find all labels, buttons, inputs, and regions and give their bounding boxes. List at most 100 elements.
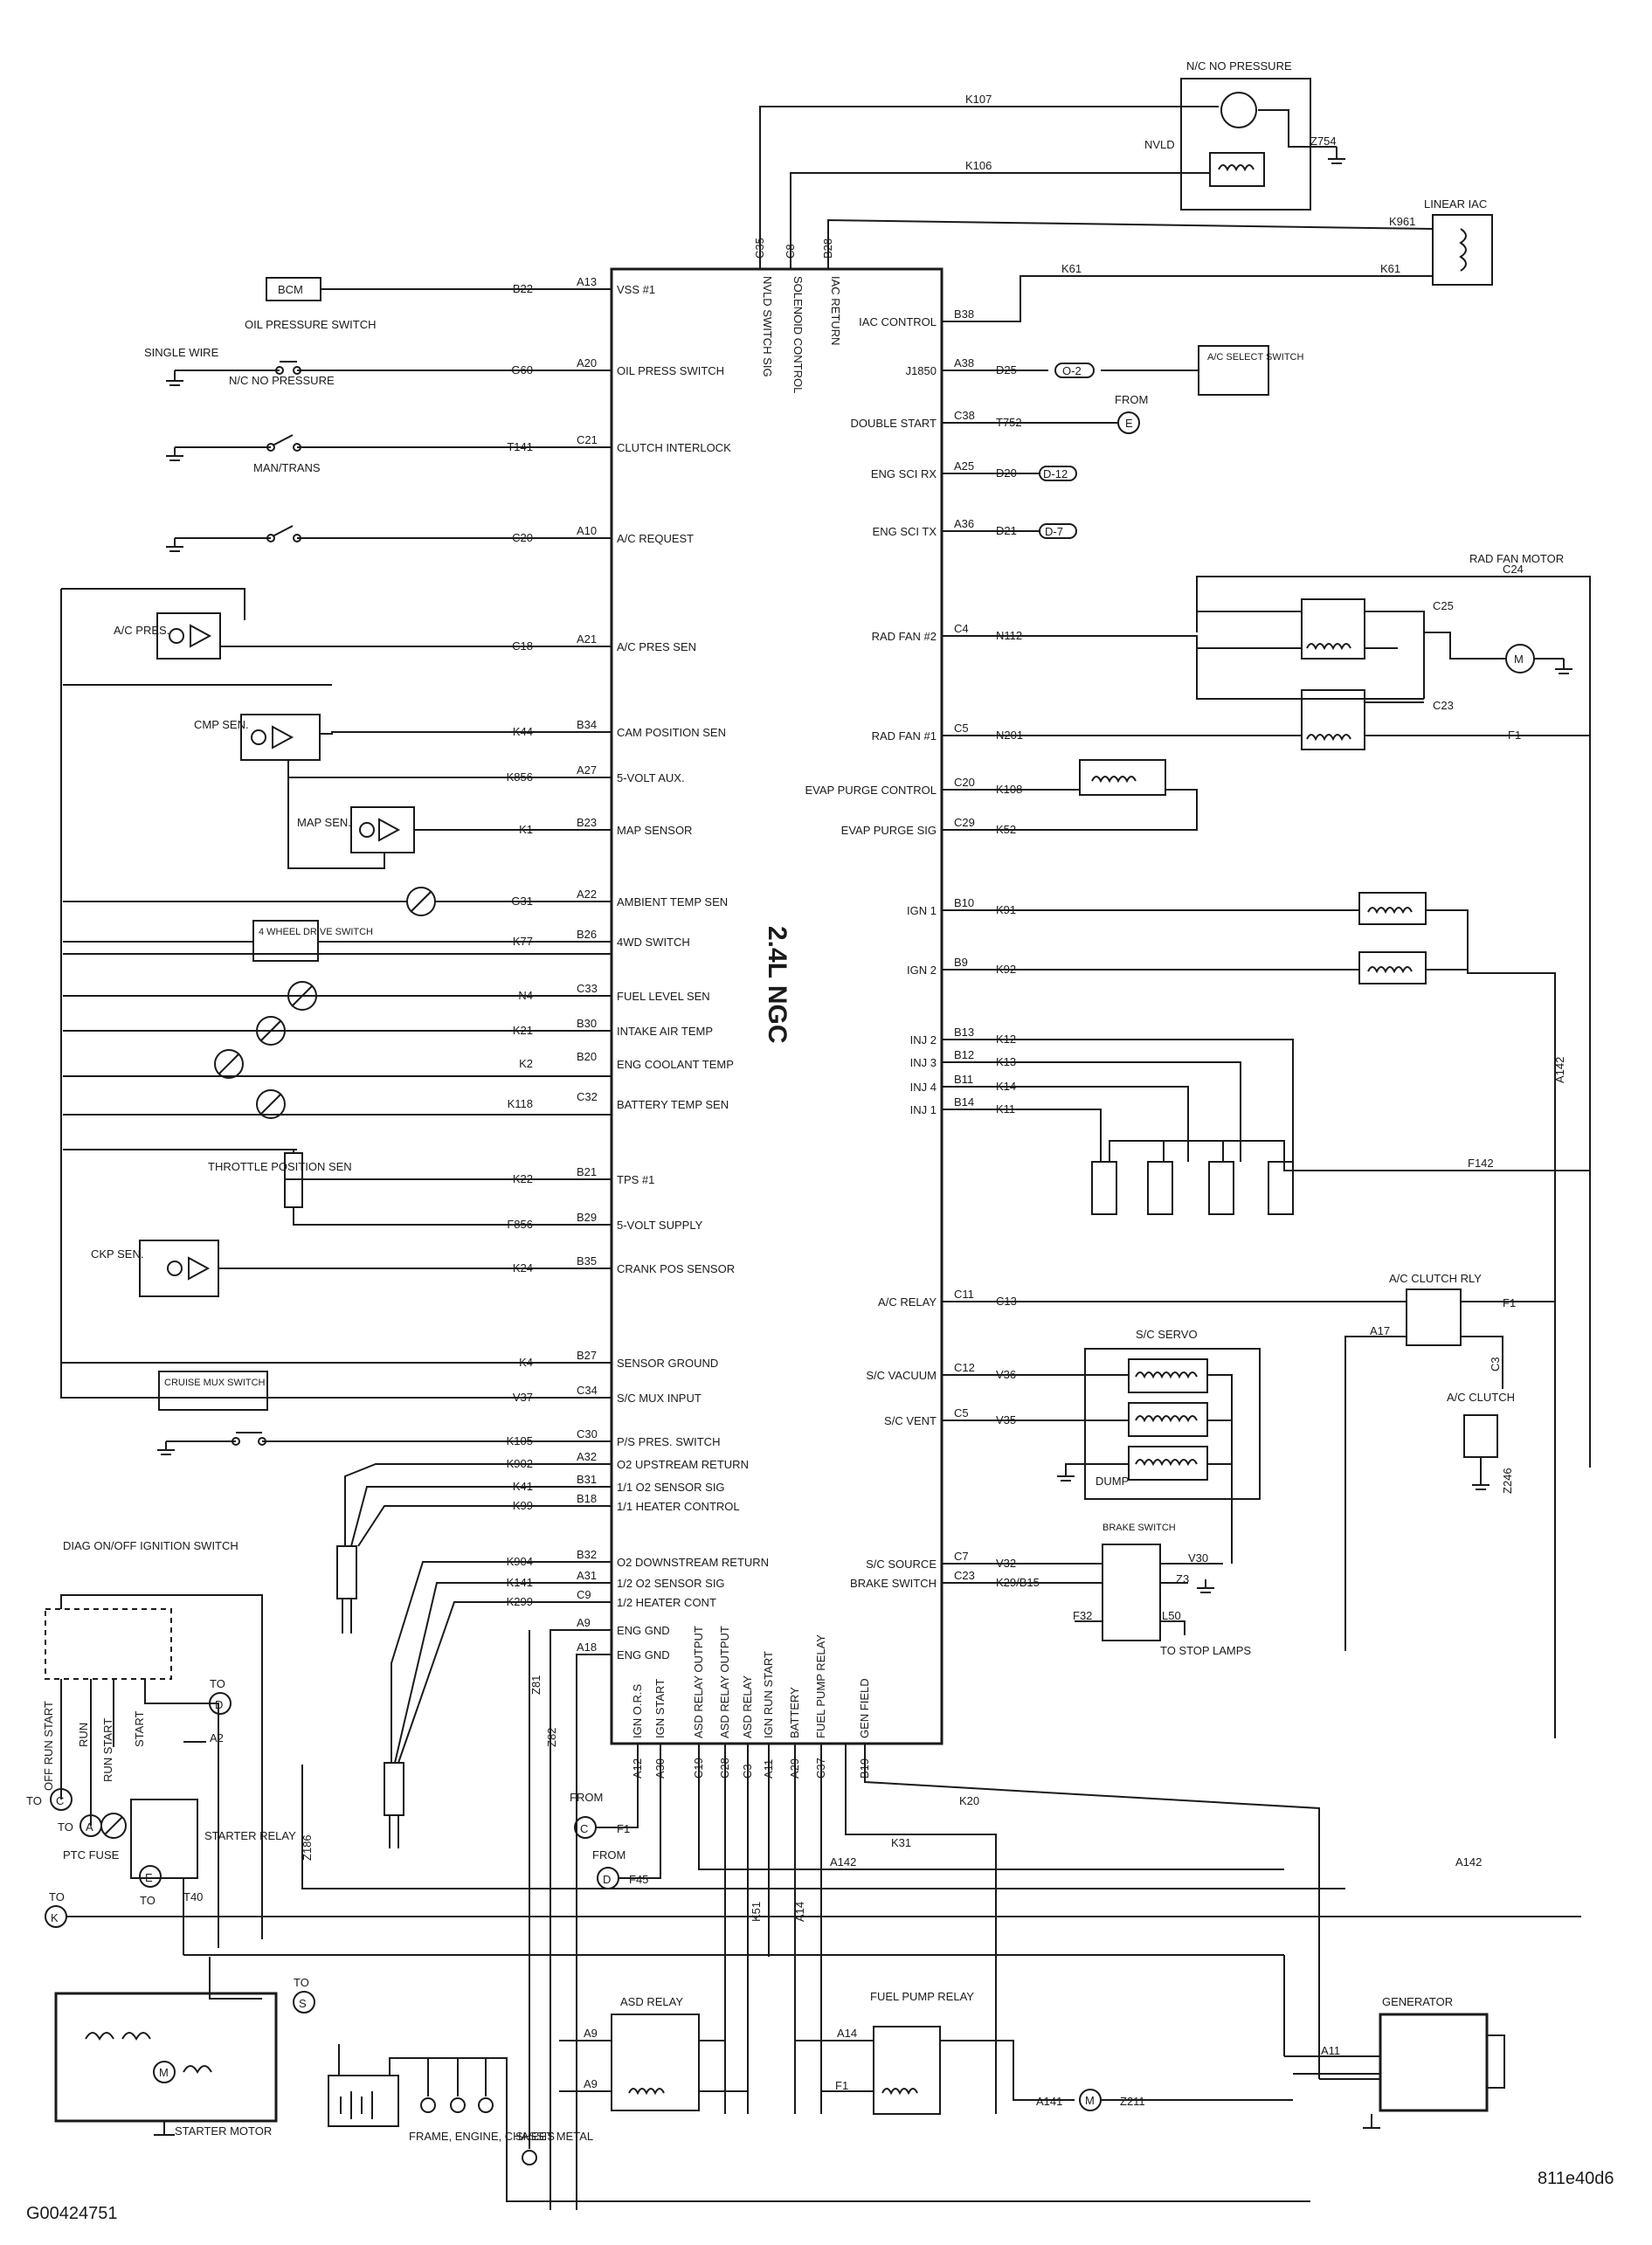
conn-k: K [51, 1911, 59, 1924]
pin-function: O2 UPSTREAM RETURN [617, 1458, 749, 1471]
pin-function: INTAKE AIR TEMP [617, 1025, 713, 1038]
pin-function: IAC CONTROL [859, 315, 937, 328]
a14-label-2: A14 [837, 2027, 857, 2040]
pin-cavity: A10 [577, 524, 597, 537]
pin-function: 4WD SWITCH [617, 936, 690, 949]
pin-function: A/C PRES SEN [617, 640, 696, 653]
pin-function: CAM POSITION SEN [617, 726, 726, 739]
pin-function: IGN O.R.S [631, 1684, 644, 1738]
from-c: FROM [570, 1791, 603, 1804]
pin-function: 5-VOLT SUPPLY [617, 1219, 703, 1232]
generator: GENERATOR A11 [1283, 1955, 1505, 2129]
connector-icon [1039, 523, 1077, 539]
o2-sensor-downstream [384, 1561, 612, 1848]
pin-cavity: B35 [577, 1254, 597, 1268]
pin-cavity: B32 [577, 1548, 597, 1561]
f142-label: F142 [1468, 1157, 1494, 1170]
pin-cavity: C11 [954, 1288, 974, 1301]
pin-cavity: A38 [954, 356, 974, 370]
injector-1-icon [1091, 1161, 1117, 1215]
nvld-solenoid-icon [1209, 152, 1265, 187]
pin-function: INJ 1 [910, 1103, 937, 1116]
c24-label: C24 [1503, 563, 1524, 576]
footer-left-code: G00424751 [26, 2204, 118, 2223]
pin-cavity: C29 [954, 816, 975, 829]
ignition-switch-box [45, 1608, 172, 1680]
conn-d: D [215, 1698, 223, 1711]
o2-sensor-icon [336, 1545, 357, 1599]
nvld-box [1180, 78, 1311, 211]
single-wire-label: SINGLE WIRE [144, 346, 219, 359]
a142-vertical: A142 [1553, 1057, 1566, 1083]
oil-pressure-switch: OIL PRESSURE SWITCH SINGLE WIRE N/C NO P… [144, 318, 612, 387]
sensor-icon [169, 628, 184, 644]
f1-label-1: F1 [1508, 729, 1521, 742]
ptc-fuse-label: PTC FUSE [63, 1848, 120, 1862]
pin-function: O2 DOWNSTREAM RETURN [617, 1556, 769, 1569]
4wd-label: 4 WHEEL DRIVE SWITCH [259, 927, 373, 937]
battery-and-grounds: FRAME, ENGINE, CHASSIS SHEET METAL [328, 2044, 1310, 2202]
k106-label: K106 [965, 159, 992, 172]
connector-d-icon [209, 1692, 232, 1715]
starter-relay: A2 STARTER RELAY PTC FUSE T40 Z186 [63, 1731, 1581, 1955]
pin-cavity: C20 [954, 776, 975, 789]
ground-icon [1363, 2114, 1380, 2129]
pin-wire: K118 [508, 1097, 533, 1110]
conn-e: E [1125, 417, 1133, 430]
injector-2-icon [1268, 1161, 1294, 1215]
pin-function: IGN 2 [907, 964, 937, 977]
diag-label: DIAG ON/OFF IGNITION SWITCH [63, 1539, 238, 1552]
ground-icon [1472, 1457, 1490, 1490]
pin-function: BATTERY [788, 1687, 801, 1738]
conn-a: A [86, 1820, 93, 1834]
rad-fan-motor-label: RAD FAN MOTOR [1469, 552, 1564, 565]
asd-relay: ASD RELAY A9 A9 [559, 1995, 748, 2111]
pin-wire: K2 [519, 1057, 533, 1070]
frame-label: FRAME, ENGINE, CHASSIS [409, 2130, 555, 2143]
pin-function: SENSOR GROUND [617, 1357, 718, 1370]
ign-coil-2-icon [1358, 951, 1427, 984]
pin-cavity: C7 [954, 1550, 969, 1563]
pin-cavity: A20 [577, 356, 597, 370]
k61-label: K61 [1380, 262, 1400, 275]
ckp-sensor: CKP SEN. [91, 1240, 612, 1297]
pin-function: INJ 2 [910, 1033, 937, 1047]
pin-cavity: B31 [577, 1473, 597, 1486]
battery-icon [328, 2075, 399, 2127]
ac-select-label: A/C SELECT SWITCH [1207, 352, 1303, 363]
rad-fan-circuit: RAD FAN MOTOR C24 C25 M C23 F1 [942, 552, 1591, 1468]
pin-function: P/S PRES. SWITCH [617, 1435, 720, 1448]
pin-cavity: C33 [577, 982, 598, 995]
pin-cavity: B29 [577, 1211, 597, 1224]
ac-pres-label: A/C PRES. [114, 624, 169, 637]
pin-cavity: B20 [577, 1050, 597, 1063]
starter-motor-label: STARTER MOTOR [175, 2124, 272, 2138]
pin-cavity: B12 [954, 1048, 974, 1061]
pin-cavity: B27 [577, 1349, 597, 1362]
ac-select: A/C SELECT SWITCH O-2 [942, 345, 1303, 396]
thermistor-icon [256, 1089, 286, 1119]
pin-function: GEN FIELD [858, 1678, 871, 1738]
thermistor-icon [214, 1049, 244, 1079]
pcm-title: 2.4L NGC [763, 926, 791, 1044]
pin-cavity: C21 [577, 433, 598, 446]
ground-stud-icon [420, 2097, 436, 2113]
injector-3-icon [1208, 1161, 1234, 1215]
k961-label: K961 [1389, 215, 1415, 228]
pin-function: CLUTCH INTERLOCK [617, 441, 731, 454]
z211-label: Z211 [1120, 2095, 1145, 2108]
start-label: START [133, 1711, 146, 1747]
motor-icon [153, 2061, 176, 2083]
brake-switch: BRAKE SWITCH V30 Z3 F32 L50 TO STOP LAMP… [942, 1523, 1251, 1657]
pin-function: ASD RELAY [741, 1675, 754, 1738]
pin-function: RAD FAN #2 [872, 630, 937, 643]
to-stop-label: TO STOP LAMPS [1160, 1644, 1251, 1657]
pin-function: OIL PRESS SWITCH [617, 364, 724, 377]
pin-cavity: C38 [954, 409, 975, 422]
cmp-sensor: CMP SEN. [194, 714, 612, 778]
conn-d12: D-12 [1043, 467, 1068, 480]
fan-relay-2-icon [1301, 598, 1365, 660]
nvld-title: N/C NO PRESSURE [1186, 59, 1292, 73]
fuel-level-sensor [287, 981, 317, 1011]
